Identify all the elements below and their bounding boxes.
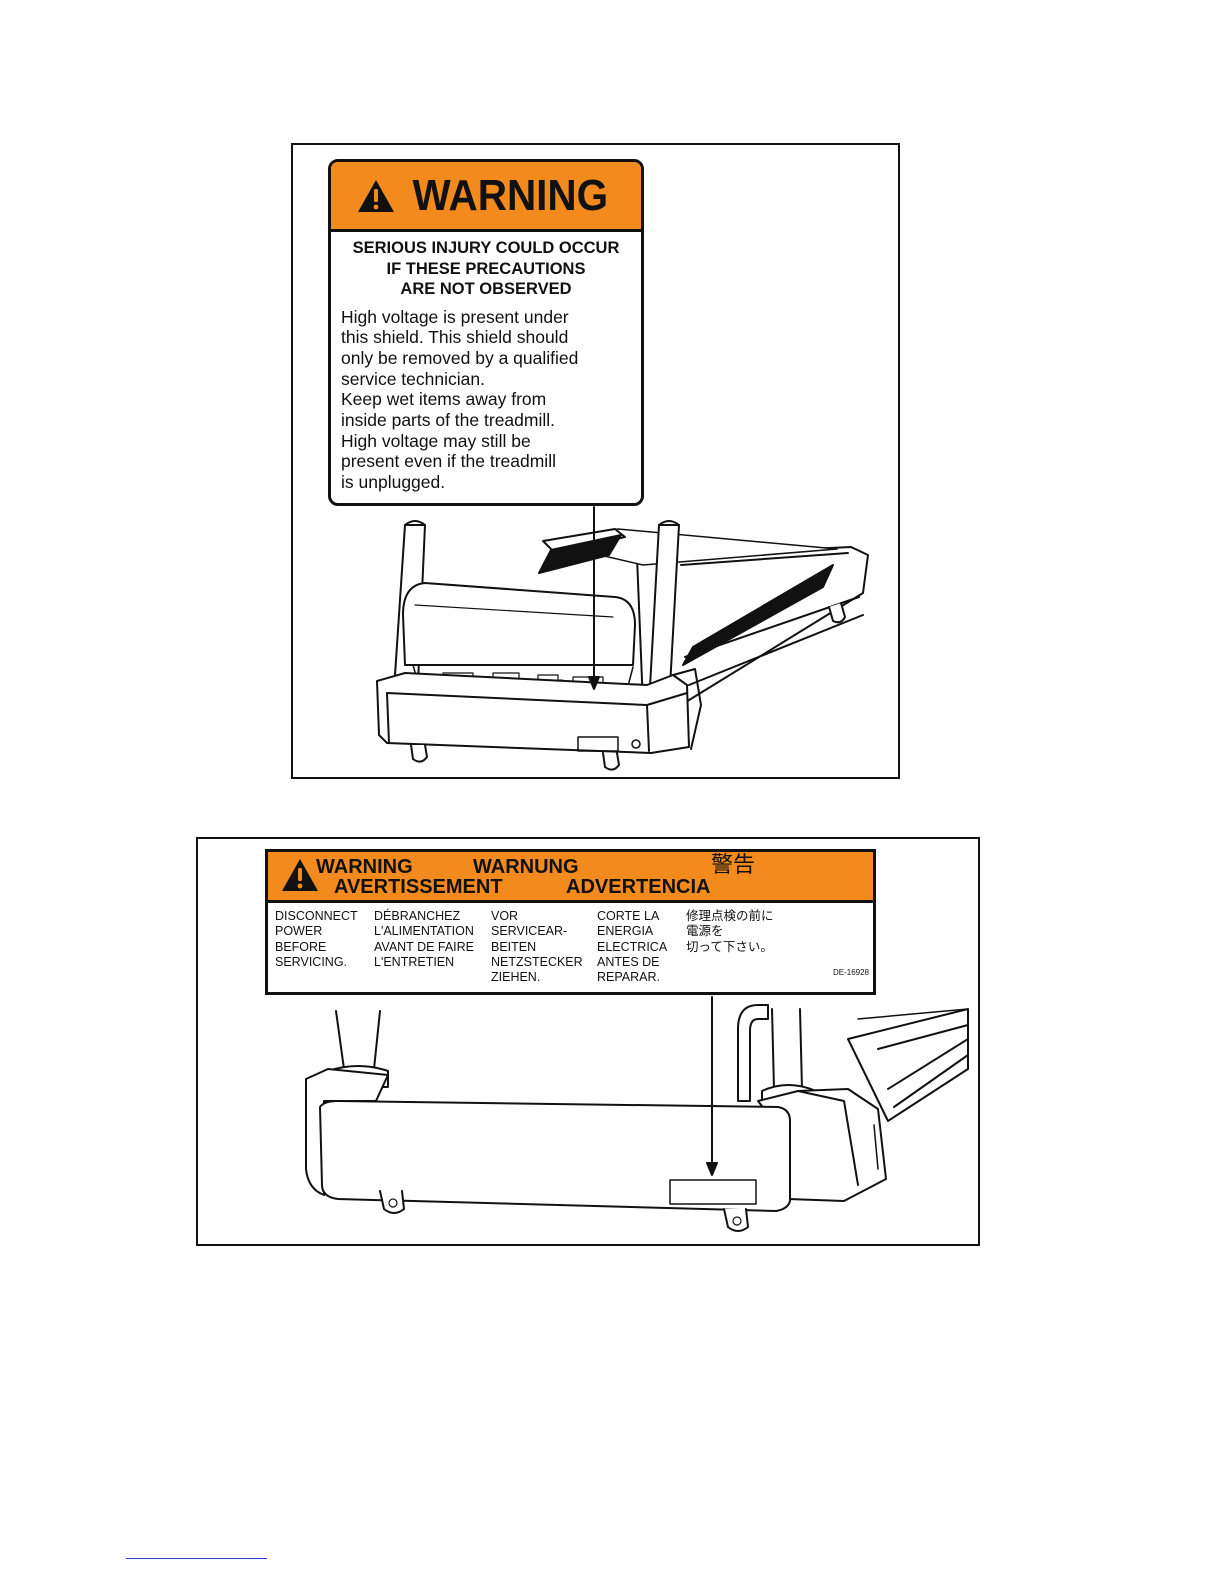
treadmill-base-illustration xyxy=(305,996,969,1232)
warning-triangle-icon xyxy=(282,859,318,891)
column-japanese: 修理点検の前に 電源を 切って下さい。 xyxy=(686,909,774,955)
instruction-line: DÉBRANCHEZ xyxy=(374,909,461,923)
warning-body-text: High voltage is present under this shiel… xyxy=(341,307,641,493)
instruction-line: L'ENTRETIEN xyxy=(374,954,455,969)
instruction-line: ELECTRICA xyxy=(597,939,668,954)
column-english: DISCONNECT POWER BEFORE SERVICING. xyxy=(275,909,358,970)
body-line: High voltage may still be xyxy=(341,430,531,451)
column-french: DÉBRANCHEZ L'ALIMENTATION AVANT DE FAIRE… xyxy=(374,909,474,970)
signal-word-en: WARNING xyxy=(316,856,413,878)
caution-line: IF THESE PRECAUTIONS xyxy=(386,259,586,278)
body-line: High voltage is present under xyxy=(341,306,569,327)
instruction-line: NETZSTECKER xyxy=(491,954,583,969)
body-line: Keep wet items away from xyxy=(341,389,547,410)
body-line: present even if the treadmill xyxy=(341,451,556,472)
shield-warning-label: WARNING SERIOUS INJURY COULD OCCUR IF TH… xyxy=(328,159,644,506)
treadmill-front-illustration xyxy=(376,506,869,771)
body-line: service technician. xyxy=(341,368,485,389)
caution-line: ARE NOT OBSERVED xyxy=(400,280,572,298)
disconnect-power-label: WARNING WARNUNG 警告 AVERTISSEMENT ADVERTE… xyxy=(265,849,876,995)
instruction-line: 電源を xyxy=(686,924,724,939)
instruction-line: BEITEN xyxy=(491,939,537,954)
instruction-line: VOR xyxy=(491,909,519,923)
instruction-line: DISCONNECT xyxy=(275,909,358,923)
body-line: inside parts of the treadmill. xyxy=(341,410,555,431)
instruction-line: 修理点検の前に xyxy=(686,909,774,923)
instruction-line: BEFORE xyxy=(275,939,327,954)
figure-shield-warning: WARNING SERIOUS INJURY COULD OCCUR IF TH… xyxy=(291,143,900,779)
body-line: is unplugged. xyxy=(341,472,446,493)
signal-word: WARNING xyxy=(412,170,608,220)
instruction-line: L'ALIMENTATION xyxy=(374,924,474,939)
instruction-line: AVANT DE FAIRE xyxy=(374,939,475,954)
signal-word-fr: AVERTISSEMENT xyxy=(334,876,503,898)
instruction-line: ENERGIA xyxy=(597,924,654,939)
instruction-line: REPARAR. xyxy=(597,970,660,985)
body-line: only be removed by a qualified xyxy=(341,347,579,368)
caution-line: SERIOUS INJURY COULD OCCUR xyxy=(352,239,620,257)
instruction-line: ANTES DE xyxy=(597,954,660,969)
column-spanish: CORTE LA ENERGIA ELECTRICA ANTES DE REPA… xyxy=(597,909,667,985)
multilingual-warning-header: WARNING WARNUNG 警告 AVERTISSEMENT ADVERTE… xyxy=(268,852,873,903)
caution-statement: SERIOUS INJURY COULD OCCUR IF THESE PREC… xyxy=(331,238,641,300)
instruction-line: SERVICING. xyxy=(275,954,348,969)
signal-word-de: WARNUNG xyxy=(473,856,579,878)
instruction-line: CORTE LA xyxy=(597,909,660,923)
instruction-line: ZIEHEN. xyxy=(491,970,541,985)
footer-link-rule xyxy=(126,1558,267,1559)
warning-triangle-icon xyxy=(357,179,394,212)
instruction-line: 切って下さい。 xyxy=(686,939,773,954)
column-german: VOR SERVICEAR- BEITEN NETZSTECKER ZIEHEN… xyxy=(491,909,583,985)
warning-header: WARNING xyxy=(331,162,641,232)
instruction-line: POWER xyxy=(275,924,323,939)
body-line: this shield. This shield should xyxy=(341,327,569,348)
figure-disconnect-warning: WARNING WARNUNG 警告 AVERTISSEMENT ADVERTE… xyxy=(196,837,980,1246)
part-code: DE-16928 xyxy=(832,967,869,977)
signal-word-ja: 警告 xyxy=(711,852,756,877)
signal-word-es: ADVERTENCIA xyxy=(566,876,711,898)
instruction-line: SERVICEAR- xyxy=(491,924,568,939)
instruction-columns: DISCONNECT POWER BEFORE SERVICING. DÉBRA… xyxy=(268,903,873,985)
